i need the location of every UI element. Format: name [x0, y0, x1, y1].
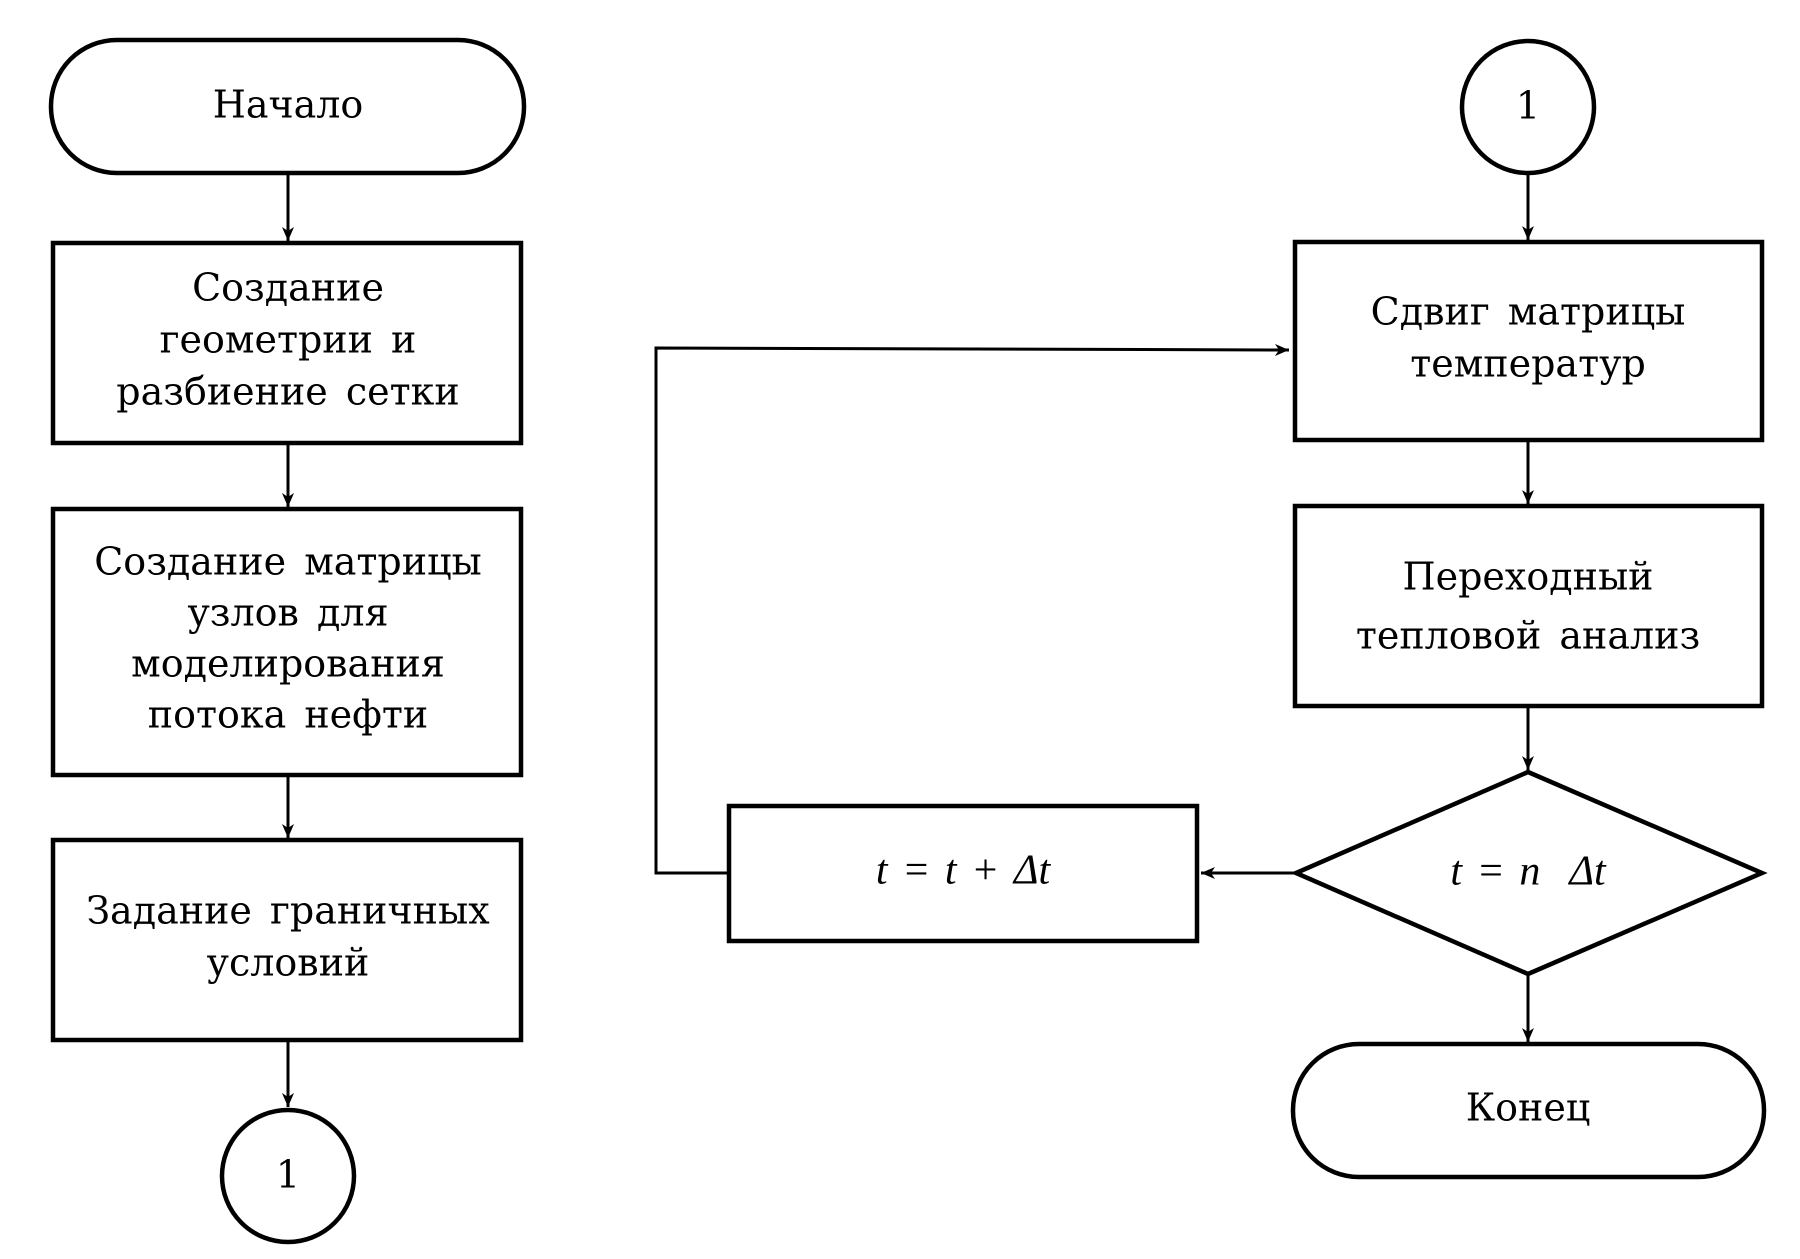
- nodes-line-4: потока нефти: [148, 693, 429, 737]
- increment-label: t = t + Δt: [876, 848, 1052, 894]
- edge-increment-loop-back: [654, 343, 1290, 875]
- start-label: Начало: [213, 83, 364, 127]
- geometry-line-1: Создание: [192, 266, 384, 310]
- process-geometry: Создание геометрии и разбиение сетки: [50, 240, 524, 446]
- process-thermal-analysis: Переходный тепловой анализ: [1292, 503, 1765, 709]
- decision-label: t = n Δt: [1450, 849, 1607, 895]
- process-time-increment: t = t + Δt: [726, 803, 1200, 944]
- end-terminal: Конец: [1290, 1041, 1767, 1180]
- analysis-line-2: тепловой анализ: [1356, 614, 1700, 658]
- geometry-line-2: геометрии и: [160, 318, 417, 362]
- nodes-line-1: Создание матрицы: [94, 540, 482, 584]
- connector-out-label: 1: [276, 1153, 300, 1197]
- boundary-line-1: Задание граничных: [86, 889, 489, 933]
- geometry-line-3: разбиение сетки: [116, 370, 460, 414]
- connector-in: 1: [1459, 38, 1597, 176]
- process-nodes-matrix: Создание матрицы узлов для моделирования…: [50, 506, 524, 778]
- end-label: Конец: [1466, 1086, 1591, 1130]
- shift-line-1: Сдвиг матрицы: [1371, 290, 1686, 334]
- connector-in-label: 1: [1516, 84, 1540, 128]
- process-shift-matrix: Сдвиг матрицы температур: [1292, 239, 1765, 443]
- nodes-line-2: узлов для: [187, 591, 388, 635]
- decision-time: t = n Δt: [1290, 769, 1768, 977]
- analysis-line-1: Переходный: [1402, 555, 1653, 599]
- boundary-line-2: условий: [207, 941, 370, 985]
- process-boundary-conditions: Задание граничных условий: [50, 837, 524, 1043]
- start-terminal: Начало: [48, 37, 527, 176]
- shift-line-2: температур: [1410, 342, 1646, 386]
- nodes-line-3: моделирования: [131, 642, 445, 686]
- connector-out: 1: [219, 1107, 357, 1245]
